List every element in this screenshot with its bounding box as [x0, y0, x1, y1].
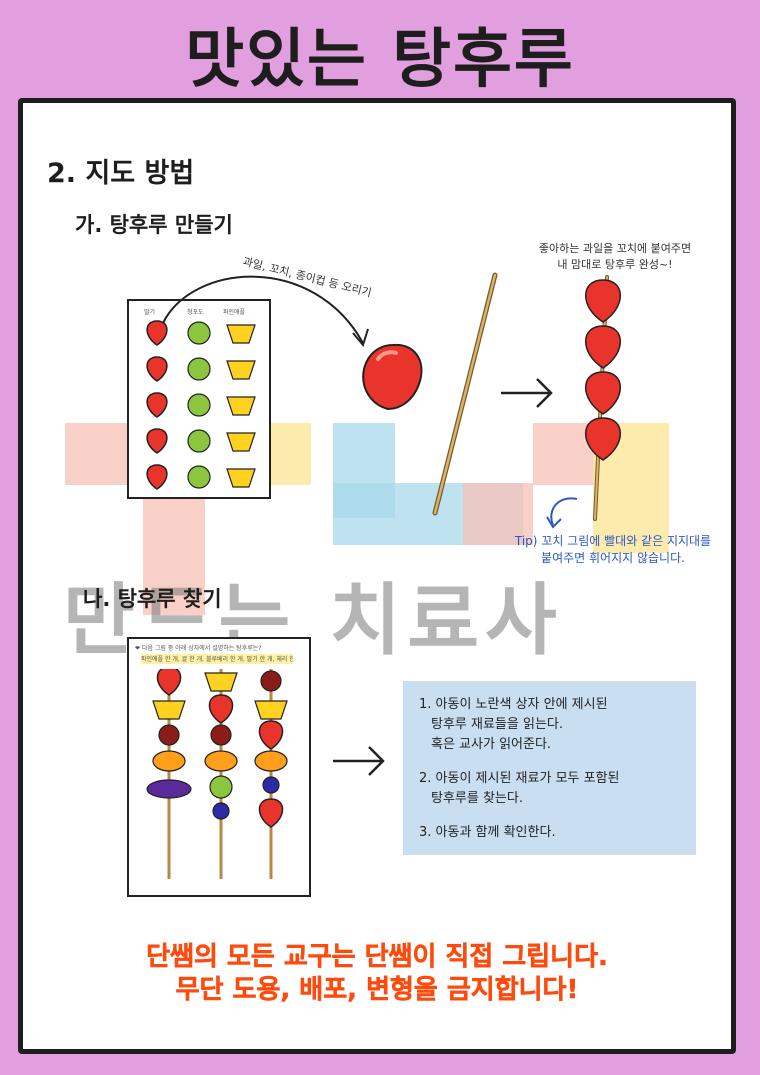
- cutout-pineapple-icon: [226, 360, 256, 380]
- subheading-making: 가. 탕후루 만들기: [75, 213, 233, 237]
- content-card: 2. 지도 방법 가. 탕후루 만들기 딸기 청포도 파인애플 과일, 꼬치, …: [18, 98, 736, 1054]
- curved-arrow-icon: [162, 275, 369, 348]
- section-heading: 2. 지도 방법: [47, 158, 195, 189]
- cutout-strawberry-icon: [146, 356, 168, 382]
- cutout-grape-icon: [187, 357, 211, 381]
- cutout-pineapple-icon: [226, 432, 256, 452]
- worksheet-question: ❤ 다음 그림 중 아래 상자에서 설명하는 탕후루는?: [135, 645, 262, 652]
- worksheet-strawberry-icon: [258, 798, 284, 828]
- cutout-pineapple-icon: [226, 468, 256, 488]
- cutout-strawberry-icon: [146, 392, 168, 418]
- cutout-pineapple-icon: [226, 396, 256, 416]
- cutout-strawberry-icon: [146, 428, 168, 454]
- worksheet-strawberry-icon: [156, 669, 182, 696]
- worksheet-cherry-icon: [260, 670, 282, 692]
- strawberry-tanghulu-icon: [585, 275, 621, 521]
- sheet-col-pineapple: 파인애플: [223, 309, 246, 316]
- worksheet-strawberry-icon: [258, 720, 284, 750]
- right-arrow-icon: [501, 378, 553, 408]
- cutout-sheet: 딸기 청포도 파인애플: [127, 299, 271, 499]
- sheet-col-grape: 청포도: [187, 309, 204, 316]
- right-arrow-icon-2: [333, 746, 385, 776]
- worksheet-green-grape-icon: [209, 775, 233, 799]
- cutout-grape-icon: [187, 429, 211, 453]
- worksheet-cherry-icon: [158, 724, 180, 746]
- copyright-line-2: 무단 도용, 배포, 변형을 금지합니다!: [175, 975, 579, 1006]
- worksheet-tangerine-icon: [204, 750, 238, 772]
- tip-line-1: Tip) 꼬치 그림에 빨대와 같은 지지대를: [514, 534, 712, 548]
- step-1-line-1: 1. 아동이 노란색 상자 안에 제시된: [419, 697, 608, 712]
- step-1-line-3: 혹은 교사가 읽어준다.: [431, 737, 552, 752]
- complete-note-line-1: 좋아하는 과일을 꼬치에 붙여주면: [538, 242, 692, 255]
- skewer-stick-icon: [432, 272, 498, 516]
- complete-note-line-2: 내 맘대로 탕후루 완성~!: [557, 258, 673, 271]
- copyright-line-1: 단쌤의 모든 교구는 단쌤이 직접 그립니다.: [146, 942, 608, 973]
- worksheet-pineapple-icon: [204, 672, 238, 692]
- tip-arrow-icon: [546, 497, 578, 529]
- cutout-pineapple-icon: [226, 324, 256, 344]
- cutout-strawberry-icon: [146, 464, 168, 490]
- step-1-line-2: 탕후루 재료들을 읽는다.: [431, 717, 563, 732]
- worksheet-tangerine-icon: [152, 750, 186, 772]
- tip-line-2: 붙여주면 휘어지지 않습니다.: [541, 551, 685, 565]
- cutout-grape-icon: [187, 393, 211, 417]
- step-3-line-1: 3. 아동과 함께 확인한다.: [419, 825, 556, 840]
- cutout-grape-icon: [187, 321, 211, 345]
- subheading-finding: 나. 탕후루 찾기: [83, 587, 222, 611]
- instruction-box: 1. 아동이 노란색 상자 안에 제시된 탕후루 재료들을 읽는다. 혹은 교사…: [403, 681, 696, 855]
- step-2-line-1: 2. 아동이 제시된 재료가 모두 포함된: [419, 771, 620, 786]
- worksheet-preview: ❤ 다음 그림 중 아래 상자에서 설명하는 탕후루는? 파인애플 한 개, 귤…: [127, 637, 311, 897]
- cutout-grape-icon: [187, 465, 211, 489]
- skewer-strawberry-icon: [585, 417, 621, 461]
- worksheet-strawberry-icon: [208, 694, 234, 724]
- worksheet-tanghulu-icons: [146, 669, 288, 879]
- complete-note: 좋아하는 과일을 꼬치에 붙여주면 내 맘대로 탕후루 완성~!: [525, 241, 705, 273]
- page-title: 맛있는 탕후루: [185, 23, 575, 97]
- skewer-strawberry-icon: [585, 371, 621, 415]
- worksheet-blueberry-icon: [262, 776, 280, 794]
- copyright-notice: 단쌤의 모든 교구는 단쌤이 직접 그립니다. 무단 도용, 배포, 변형을 금…: [23, 941, 731, 1007]
- worksheet-tangerine-icon: [254, 750, 288, 772]
- cutout-fruits: [146, 320, 256, 490]
- worksheet-pineapple-icon: [152, 700, 186, 720]
- worksheet-cherry-icon: [210, 724, 232, 746]
- worksheet-grape-bunch-icon: [146, 779, 192, 799]
- step-2-line-2: 탕후루를 찾는다.: [431, 791, 523, 806]
- watermark-shapes: [65, 423, 669, 615]
- tip-note: Tip) 꼬치 그림에 빨대와 같은 지지대를 붙여주면 휘어지지 않습니다.: [493, 533, 731, 567]
- skewer-strawberry-icon: [585, 279, 621, 323]
- strawberry-icon: [362, 343, 423, 411]
- worksheet-blueberry-icon: [212, 802, 230, 820]
- skewer-strawberry-icon: [585, 325, 621, 369]
- worksheet-ingredient-box: 파인애플 한 개, 귤 한 개, 블루베리 한 개, 딸기 한 개, 체리 한 …: [141, 654, 293, 664]
- sheet-col-strawberry: 딸기: [144, 309, 156, 316]
- cutout-strawberry-icon: [146, 320, 168, 346]
- worksheet-pineapple-icon: [254, 700, 288, 720]
